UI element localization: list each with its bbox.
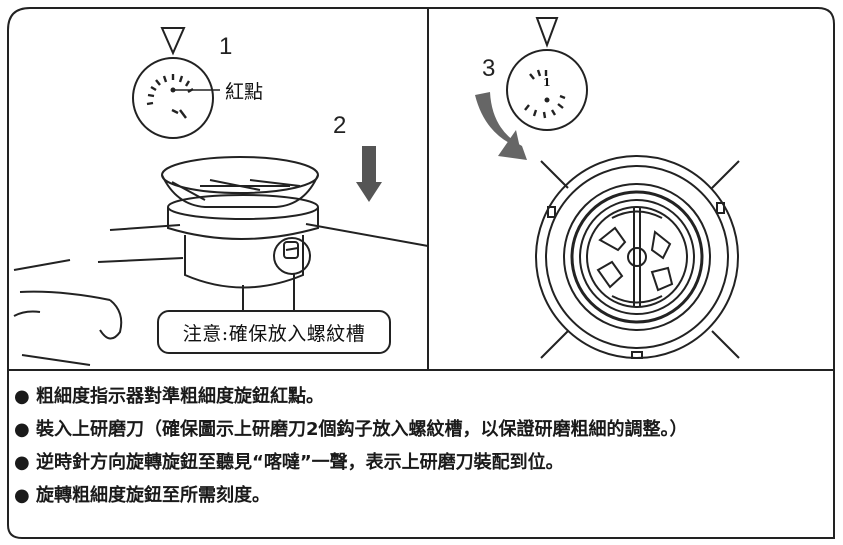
instruction-item: ● 逆時針方向旋轉旋鈕至聽見“喀噠”一聲，表示上研磨刀裝配到位。 — [14, 450, 829, 476]
grinder-top-view — [535, 155, 740, 359]
groove-caution-callout: 注意:確保放入螺紋槽 — [157, 310, 391, 354]
instruction-item: ● 旋轉粗細度旋鈕至所需刻度。 — [14, 483, 829, 509]
bullet-icon: ● — [14, 485, 30, 506]
red-dot — [170, 87, 176, 93]
push-down-arrow — [356, 146, 382, 202]
groove-highlight-circle — [273, 237, 311, 312]
bullet-icon: ● — [14, 452, 30, 473]
dial-ticks — [146, 74, 194, 119]
upper-burr-assembly — [13, 156, 429, 366]
dial-number-label: 1 — [543, 76, 551, 89]
step-2-label: 2 — [333, 112, 347, 139]
instruction-text: 逆時針方向旋轉旋鈕至聽見“喀噠”一聲，表示上研磨刀裝配到位。 — [36, 452, 564, 473]
instruction-text: 裝入上研磨刀（確保圖示上研磨刀2個鈎子放入螺紋槽，以保證研磨粗細的調整。） — [36, 419, 688, 440]
indicator-triangle-left — [160, 27, 186, 56]
text-frame — [7, 370, 835, 539]
instruction-text: 粗細度指示器對準粗細度旋鈕紅點。 — [36, 386, 324, 407]
rotate-arrow — [475, 92, 527, 160]
callout-text: 注意:確保放入螺紋槽 — [182, 322, 366, 345]
instruction-list: ● 粗細度指示器對準粗細度旋鈕紅點。 ● 裝入上研磨刀（確保圖示上研磨刀2個鈎子… — [14, 384, 829, 516]
instruction-item: ● 粗細度指示器對準粗細度旋鈕紅點。 — [14, 384, 829, 410]
figure-frame — [7, 7, 835, 371]
coarseness-dial-left — [132, 57, 220, 139]
step-1-label: 1 — [219, 33, 233, 60]
bullet-icon: ● — [14, 419, 30, 440]
coarseness-dial-right — [506, 49, 588, 131]
bullet-icon: ● — [14, 386, 30, 407]
instruction-item: ● 裝入上研磨刀（確保圖示上研磨刀2個鈎子放入螺紋槽，以保證研磨粗細的調整。） — [14, 417, 829, 443]
step-3-label: 3 — [482, 55, 496, 82]
indicator-triangle-right — [535, 17, 559, 48]
instruction-text: 旋轉粗細度旋鈕至所需刻度。 — [36, 485, 270, 506]
red-dot-label: 紅點 — [225, 81, 264, 103]
